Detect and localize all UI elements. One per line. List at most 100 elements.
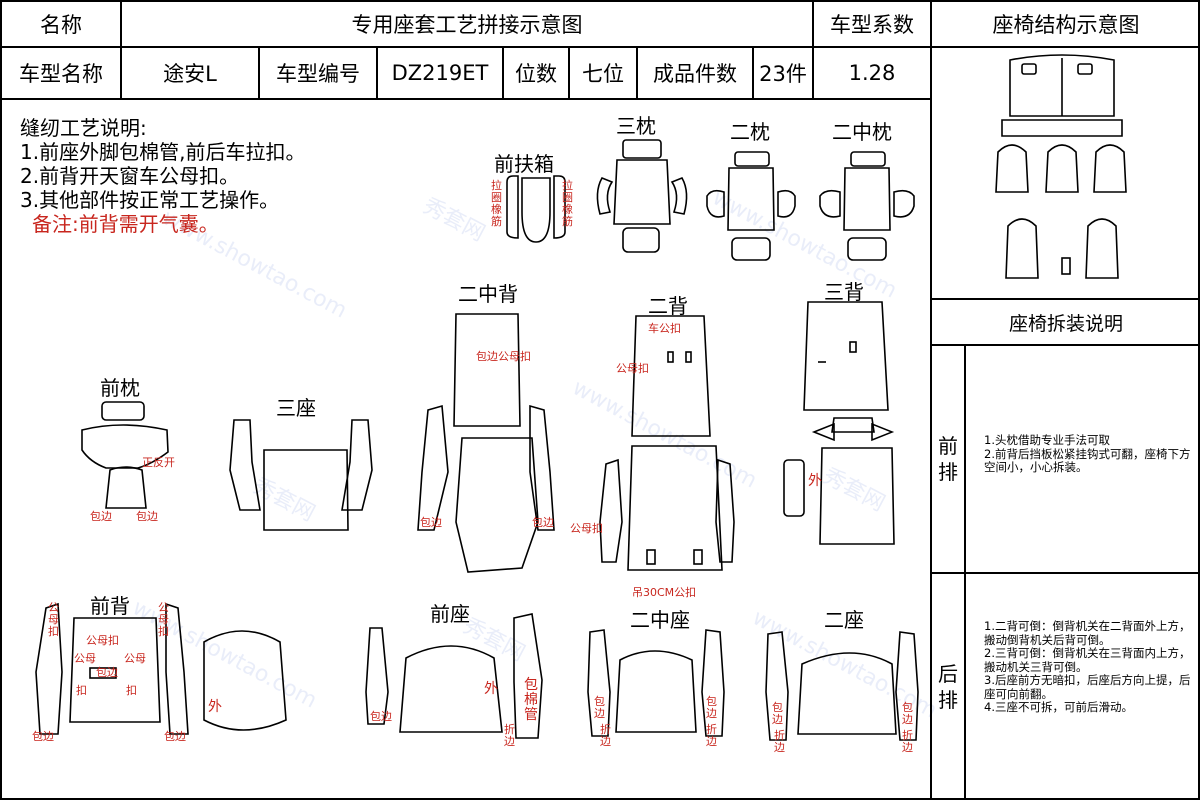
notes-item-2: 2.前背开天窗车公母扣。 — [20, 164, 240, 188]
coef-label-cell: 车型系数 — [814, 2, 932, 48]
notes-remark: 备注:前背需开气囊。 — [32, 212, 219, 236]
mark-gong-mu-2: 公母 — [124, 652, 146, 665]
model-no-cell: DZ219ET — [378, 48, 504, 100]
front-pillow-label: 前枕 — [100, 376, 140, 400]
model-name: 途安L — [163, 62, 217, 86]
page-title: 专用座套工艺拼接示意图 — [351, 13, 583, 37]
mark-bao-bian-1: 包边 — [90, 510, 112, 523]
mark-bao-mian-guan: 包棉管 — [524, 677, 538, 723]
sewing-notes: 缝纫工艺说明: 1.前座外脚包棉管,前后车拉扣。 2.前背开天窗车公母扣。 3.… — [20, 116, 305, 236]
front-seat-label: 前座 — [430, 602, 470, 626]
armrest-note-right: 拉圈橡筋 — [562, 179, 573, 228]
two-mid-pillow-pattern — [819, 151, 915, 261]
rear-row-cell: 后排 — [932, 574, 966, 800]
disassembly-title: 座椅拆装说明 — [1008, 312, 1123, 335]
two-seat-label: 二座 — [824, 608, 864, 632]
mark-bao-bian-5: 包边 — [96, 666, 118, 679]
rear-row-note-1: 1.二背可倒：倒背机关在二背面外上方，搬动倒背机关后背可倒。 — [984, 619, 1191, 647]
front-armrest-pattern — [506, 175, 566, 243]
pieces-label-cell: 成品件数 — [638, 48, 754, 100]
pieces-value: 23件 — [759, 62, 807, 86]
mark-gong-mu-kou-1: 公母扣 — [616, 362, 649, 375]
name-label-cell: 名称 — [2, 2, 122, 48]
mark-gong-mu-kou-4: 公母扣 — [48, 601, 59, 638]
seats-cell: 七位 — [570, 48, 638, 100]
rear-row-note-2: 2.三背可倒：倒背机关在三背面内上方，搬动机关三背可倒。 — [984, 646, 1191, 674]
structure-label-cell: 座椅结构示意图 — [932, 2, 1200, 48]
mark-che-gong-kou: 车公扣 — [648, 322, 681, 335]
mark-wai-1: 外 — [808, 473, 822, 489]
side-divider-1 — [932, 298, 1200, 300]
rear-row-note-3: 3.后座前方无暗扣，后座后方向上提，后座可向前翻。 — [984, 673, 1191, 701]
mark-zhe-bian-3: 折边 — [706, 723, 717, 748]
mark-zhe-bian-2: 折边 — [600, 723, 611, 748]
model-name-label-cell: 车型名称 — [2, 48, 122, 100]
seats-label-cell: 位数 — [504, 48, 570, 100]
mark-bao-bian-4: 包边 — [532, 516, 554, 529]
front-row-cell: 前排 — [932, 346, 966, 572]
front-row-note-2: 2.前背后挡板松紧挂钩式可翻，座椅下方空间小，小心拆装。 — [984, 446, 1191, 474]
three-pillow-label: 三枕 — [616, 114, 656, 138]
mark-bao-bian-2: 包边 — [136, 510, 158, 523]
coef-label: 车型系数 — [830, 13, 914, 37]
notes-item-3: 3.其他部件按正常工艺操作。 — [20, 188, 280, 212]
mark-zheng-fan-kai: 正反开 — [142, 456, 175, 469]
armrest-note-left: 拉圈橡筋 — [491, 179, 502, 228]
model-no: DZ219ET — [391, 61, 489, 85]
front-back-label: 前背 — [90, 594, 130, 618]
three-back-pattern — [783, 301, 895, 545]
mark-gong-mu-kou-3: 公母扣 — [86, 634, 119, 647]
mark-bao-bian-3: 包边 — [420, 516, 442, 529]
three-back-label: 三背 — [824, 280, 864, 304]
mark-bao-bian-11: 包边 — [772, 701, 783, 726]
notes-heading: 缝纫工艺说明: — [20, 116, 147, 140]
three-seat-pattern — [229, 419, 373, 531]
main-divider — [930, 48, 932, 800]
disassembly-title-cell: 座椅拆装说明 — [932, 300, 1200, 346]
name-label: 名称 — [40, 13, 82, 37]
front-row-note-1: 1.头枕借助专业手法可取 — [984, 433, 1110, 447]
two-back-label: 二背 — [648, 294, 688, 318]
front-row-notes: 1.头枕借助专业手法可取 2.前背后挡板松紧挂钩式可翻，座椅下方空间小，小心拆装… — [984, 433, 1194, 475]
mark-zhe-bian-1: 折边 — [504, 723, 515, 748]
mark-wai-3: 外 — [484, 681, 498, 697]
mark-diao-gong-kou: 吊30CM公扣 — [632, 586, 697, 599]
two-mid-pillow-label: 二中枕 — [832, 120, 892, 144]
mark-bao-bian-7: 包边 — [164, 730, 186, 743]
two-mid-back-pattern — [417, 313, 555, 573]
three-seat-label: 三座 — [276, 396, 316, 420]
seat-structure-thumbnail — [995, 54, 1127, 279]
front-seat-pattern — [365, 613, 543, 739]
rear-row-label: 后排 — [938, 662, 958, 712]
mark-zhe-bian-5: 折边 — [902, 729, 913, 754]
mark-bao-bian-gong-mu-kou: 包边公母扣 — [476, 350, 531, 363]
mark-kou-1: 扣 — [76, 684, 87, 697]
mark-bao-bian-8: 包边 — [370, 710, 392, 723]
mark-bao-bian-12: 包边 — [902, 701, 913, 726]
model-name-cell: 途安L — [122, 48, 260, 100]
side-divider-2 — [932, 572, 1200, 574]
mark-bao-bian-10: 包边 — [706, 695, 717, 720]
two-back-pattern — [599, 315, 735, 571]
mark-gong-mu-1: 公母 — [74, 652, 96, 665]
mark-bao-bian-6: 包边 — [32, 730, 54, 743]
front-row-label: 前排 — [938, 434, 958, 484]
pieces-cell: 23件 — [754, 48, 814, 100]
mark-kou-2: 扣 — [126, 684, 137, 697]
mark-zhe-bian-4: 折边 — [774, 729, 785, 754]
mark-bao-bian-9: 包边 — [594, 695, 605, 720]
front-pillow-pattern — [81, 401, 169, 509]
mark-wai-2: 外 — [208, 699, 222, 715]
front-armrest-label: 前扶箱 — [494, 152, 554, 176]
model-no-label-cell: 车型编号 — [260, 48, 378, 100]
two-pillow-label: 二枕 — [730, 120, 770, 144]
two-seat-pattern — [765, 631, 919, 741]
pieces-label: 成品件数 — [653, 62, 737, 86]
two-mid-back-label: 二中背 — [458, 282, 518, 306]
model-name-label: 车型名称 — [19, 62, 103, 86]
rear-row-notes: 1.二背可倒：倒背机关在二背面外上方，搬动倒背机关后背可倒。 2.三背可倒：倒背… — [984, 619, 1194, 715]
title-cell: 专用座套工艺拼接示意图 — [122, 2, 814, 48]
seats-value: 七位 — [582, 62, 624, 86]
